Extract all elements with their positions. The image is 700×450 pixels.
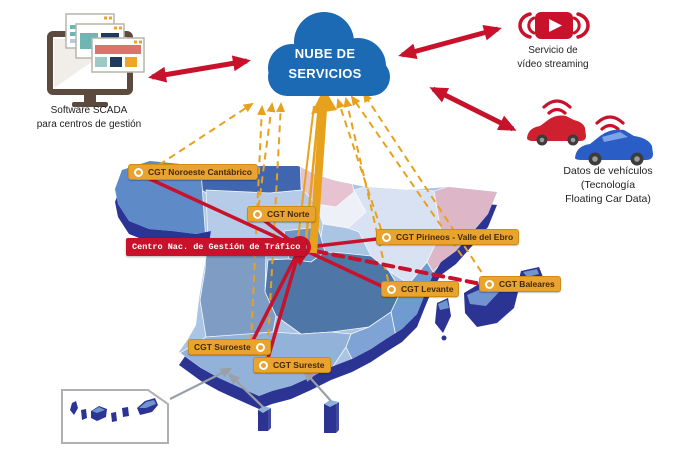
cloud-title-line1: NUBE DE [294, 46, 356, 61]
vehicles-caption-line2: (Tecnología [580, 179, 636, 192]
cgt-label-levante: CGT Levante [381, 281, 460, 297]
arrow-cloud-vehicles [429, 86, 517, 132]
cgt-label-noroeste-cantabrico: CGT Noroeste Cantábrico [128, 164, 258, 180]
cgt-label-pirineos-valle-del-ebro: CGT Pirineos - Valle del Ebro [376, 229, 520, 245]
video-streaming-icon [518, 12, 590, 39]
streaming-caption-line2: vídeo streaming [517, 58, 589, 70]
broadcast-wave-right-outer [576, 12, 590, 39]
connected-cars-icon [527, 99, 653, 166]
broadcast-wave-left-outer [518, 12, 532, 39]
streaming-caption-line1: Servicio de [528, 45, 578, 56]
cgt-label-norte: CGT Norte [247, 206, 316, 222]
cgt-label-text: CGT Suroeste [194, 342, 251, 352]
vehicles-caption-line3: Floating Car Data) [565, 193, 651, 206]
ring-marker-icon [259, 360, 268, 370]
ring-marker-icon [387, 284, 396, 294]
cgt-label-sureste: CGT Sureste [253, 357, 331, 373]
uplink-main-arrow [296, 88, 337, 254]
scada-caption-line2: para centros de gestión [36, 118, 142, 130]
cgt-label-baleares: CGT Baleares [479, 276, 561, 292]
cgt-label-text: CGT Levante [401, 284, 454, 294]
broadcast-wave-right-inner [572, 16, 581, 35]
blue-car [575, 129, 653, 160]
balearic-islands [435, 267, 543, 341]
scada-caption: Software SCADA para centros de gestión [8, 104, 170, 131]
inset-arrows [169, 367, 332, 408]
cgt-label-text: CGT Sureste [273, 360, 325, 370]
ring-marker-icon [255, 342, 265, 352]
scada-window-3 [91, 37, 145, 73]
ceuta-island [258, 406, 271, 431]
cgt-label-text: CGT Norte [267, 209, 310, 219]
orange-uplink-lines [138, 92, 489, 361]
national-traffic-center-label: Centro Nac. de Gestión de Tráfico [126, 238, 307, 256]
ring-marker-icon [382, 232, 391, 242]
cgt-label-text: CGT Noroeste Cantábrico [148, 167, 252, 177]
scada-caption-line1: Software SCADA [50, 105, 128, 116]
canary-islands-inset [61, 389, 169, 444]
cgt-label-text: CGT Pirineos - Valle del Ebro [396, 232, 514, 242]
vehicles-caption-line1: Datos de vehículos [563, 165, 653, 177]
ring-marker-icon [485, 279, 494, 289]
vehicles-caption: Datos de vehículos (Tecnología Floating … [537, 164, 679, 207]
melilla-island [324, 400, 339, 433]
cloud-title-line2: SERVICIOS [288, 65, 362, 81]
cloud-title: NUBE DE SERVICIOS [268, 44, 382, 83]
broadcast-wave-left-inner [527, 16, 536, 35]
cloud-icon [268, 12, 390, 96]
ring-marker-icon [134, 167, 143, 177]
cgt-label-text: CGT Baleares [499, 279, 555, 289]
cgt-label-suroeste: CGT Suroeste [188, 339, 271, 355]
arrow-cloud-streaming [398, 24, 502, 60]
streaming-caption: Servicio de vídeo streaming [493, 44, 613, 71]
bidirectional-arrows [148, 24, 517, 132]
ring-marker-icon [253, 209, 262, 219]
arrow-scada-cloud [148, 55, 251, 83]
monitor-windows-icon [47, 13, 145, 107]
